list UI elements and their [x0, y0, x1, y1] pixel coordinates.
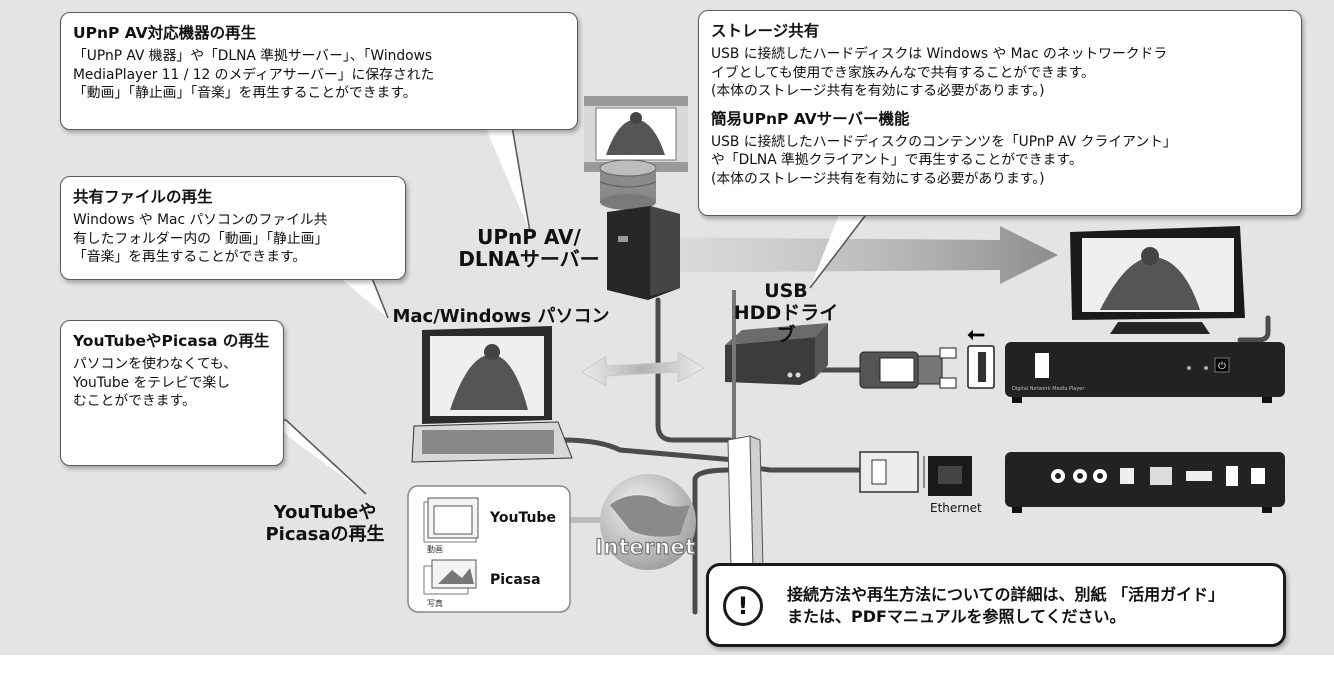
exclamation-icon: ! [723, 586, 763, 626]
hdd-icon [725, 323, 828, 385]
photo-thumb-icon [423, 559, 477, 595]
photo-caption: 写真 [427, 599, 443, 608]
bubble-youtube: YouTubeやPicasa の再生 パソコンを使わなくても、 YouTube … [60, 320, 284, 466]
bubble-upnp: UPnP AV対応機器の再生 「UPnP AV 機器」や「DLNA 準拠サーバー… [60, 12, 578, 130]
usb-plug-icon [859, 347, 957, 389]
ethernet-jack-icon [928, 456, 972, 496]
ethernet-label: Ethernet [930, 501, 982, 515]
database-icon [599, 159, 657, 210]
media-player-back [1005, 452, 1285, 513]
svg-text:Digital Network Media Player: Digital Network Media Player [1012, 386, 1085, 392]
bubble-server-text: USB に接続したハードディスクのコンテンツを「UPnP AV クライアント」 … [711, 133, 1177, 187]
label-upnp-server: UPnP AV/ DLNAサーバー [458, 225, 600, 271]
usb-symbol-icon: ⭠ [967, 322, 985, 347]
bubble-share: 共有ファイルの再生 Windows や Mac パソコンのファイル共 有したフォ… [60, 176, 406, 280]
label-youtube-picasa: YouTubeや Picasaの再生 [265, 502, 385, 545]
double-arrow [581, 351, 706, 387]
globe-icon [600, 474, 696, 570]
bubble-share-text: Windows や Mac パソコンのファイル共 有したフォルダー内の「動画」「… [73, 212, 329, 265]
bubble-storage-title: ストレージ共有 [711, 22, 820, 40]
bubble-tails [266, 125, 870, 495]
bubble-youtube-text: パソコンを使わなくても、 YouTube をテレビで楽し むことができます。 [73, 356, 238, 409]
svg-text:⏻: ⏻ [1218, 361, 1226, 372]
tv-icon [1070, 226, 1245, 334]
video-thumb-icon [423, 497, 479, 543]
server-icon [607, 206, 680, 300]
notice-text: 接続方法や再生方法についての詳細は、別紙 「活用ガイド」 または、PDFマニュア… [787, 585, 1225, 626]
media-player-front: ⏻ Digital Network Media Player [1005, 342, 1285, 403]
notice-box: ! 接続方法や再生方法についての詳細は、別紙 「活用ガイド」 または、PDFマニ… [706, 563, 1286, 647]
video-caption: 動画 [427, 545, 443, 554]
bubble-storage-text: USB に接続したハードディスクは Windows や Mac のネットワークド… [711, 46, 1168, 99]
bottom-strip [0, 655, 1334, 686]
bubble-storage: ストレージ共有 USB に接続したハードディスクは Windows や Mac … [698, 10, 1302, 216]
youtube-label: YouTube [490, 510, 556, 526]
bubble-upnp-title: UPnP AV対応機器の再生 [73, 24, 257, 42]
bubble-upnp-text: 「UPnP AV 機器」や「DLNA 準拠サーバー」、「Windows Medi… [73, 48, 435, 101]
picasa-label: Picasa [490, 572, 541, 588]
bubble-share-title: 共有ファイルの再生 [73, 188, 213, 206]
bubble-youtube-title: YouTubeやPicasa の再生 [73, 332, 270, 350]
usb-port-icon [967, 345, 995, 389]
bubble-server-title: 簡易UPnP AVサーバー機能 [711, 109, 910, 128]
label-mac-windows: Mac/Windows パソコン [392, 306, 610, 327]
ethernet-plug-icon [859, 451, 931, 493]
label-usb-hdd: USB HDDドライブ [733, 280, 839, 346]
laptop-icon [411, 326, 573, 463]
internet-label: Internet [594, 534, 696, 559]
